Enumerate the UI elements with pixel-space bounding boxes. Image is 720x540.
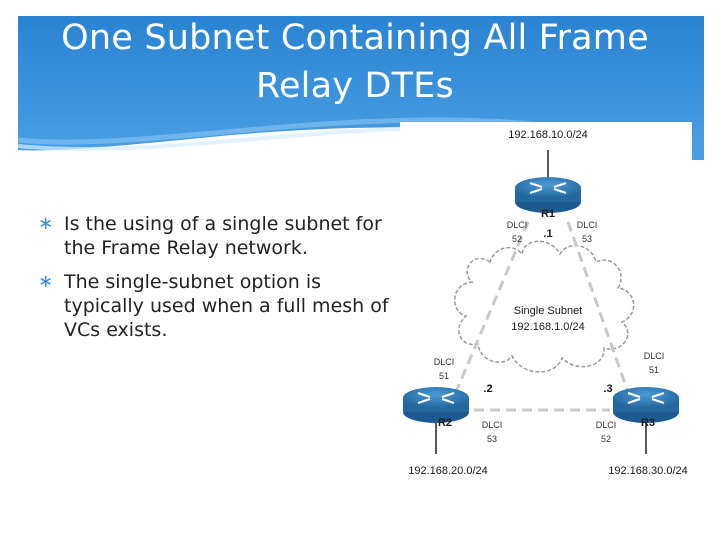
lan-subnet-r2: 192.168.20.0/24 [408, 465, 488, 477]
title-line-1: One Subnet Containing All Frame [61, 18, 649, 58]
frame-relay-diagram: R1 R2 R3 192.168.10.0/24 192.168.20.0/24… [400, 122, 692, 482]
dlci-label: DLCI [434, 357, 455, 367]
dlci-value: 52 [601, 434, 611, 444]
bullet-text: Is the using of a single subnet for the … [64, 213, 382, 259]
vc-r1-r3 [566, 221, 630, 393]
cloud-subnet: 192.168.1.0/24 [511, 321, 584, 333]
asterisk-bullet-icon: ∗ [38, 213, 54, 234]
slide-title: One Subnet Containing All Frame Relay DT… [20, 14, 690, 110]
bullet-text: The single-subnet option is typically us… [64, 271, 389, 341]
bullet-list: ∗ Is the using of a single subnet for th… [38, 212, 398, 352]
bullet-item: ∗ Is the using of a single subnet for th… [38, 212, 398, 260]
frame-relay-cloud [453, 240, 635, 373]
router-r1-ip: .1 [543, 228, 552, 240]
dlci-label: DLCI [596, 420, 617, 430]
bullet-item: ∗ The single-subnet option is typically … [38, 270, 398, 342]
router-r1-name: R1 [541, 208, 555, 220]
dlci-label: DLCI [577, 220, 598, 230]
dlci-label: DLCI [644, 351, 665, 361]
router-r3-ip: .3 [603, 383, 612, 395]
router-r2-ip: .2 [483, 383, 492, 395]
router-r2-name: R2 [438, 417, 452, 429]
dlci-value: 51 [439, 371, 449, 381]
asterisk-bullet-icon: ∗ [38, 271, 54, 292]
title-line-2: Relay DTEs [256, 66, 454, 106]
cloud-label: Single Subnet [514, 305, 583, 317]
vc-r1-r2 [454, 221, 530, 393]
dlci-value: 52 [512, 234, 522, 244]
router-r3-name: R3 [641, 417, 655, 429]
dlci-value: 51 [649, 365, 659, 375]
dlci-value: 53 [582, 234, 592, 244]
lan-subnet-r3: 192.168.30.0/24 [608, 465, 688, 477]
dlci-label: DLCI [507, 220, 528, 230]
lan-subnet-r1: 192.168.10.0/24 [508, 129, 588, 141]
router-r2-icon [401, 385, 471, 425]
dlci-label: DLCI [482, 420, 503, 430]
dlci-value: 53 [487, 434, 497, 444]
